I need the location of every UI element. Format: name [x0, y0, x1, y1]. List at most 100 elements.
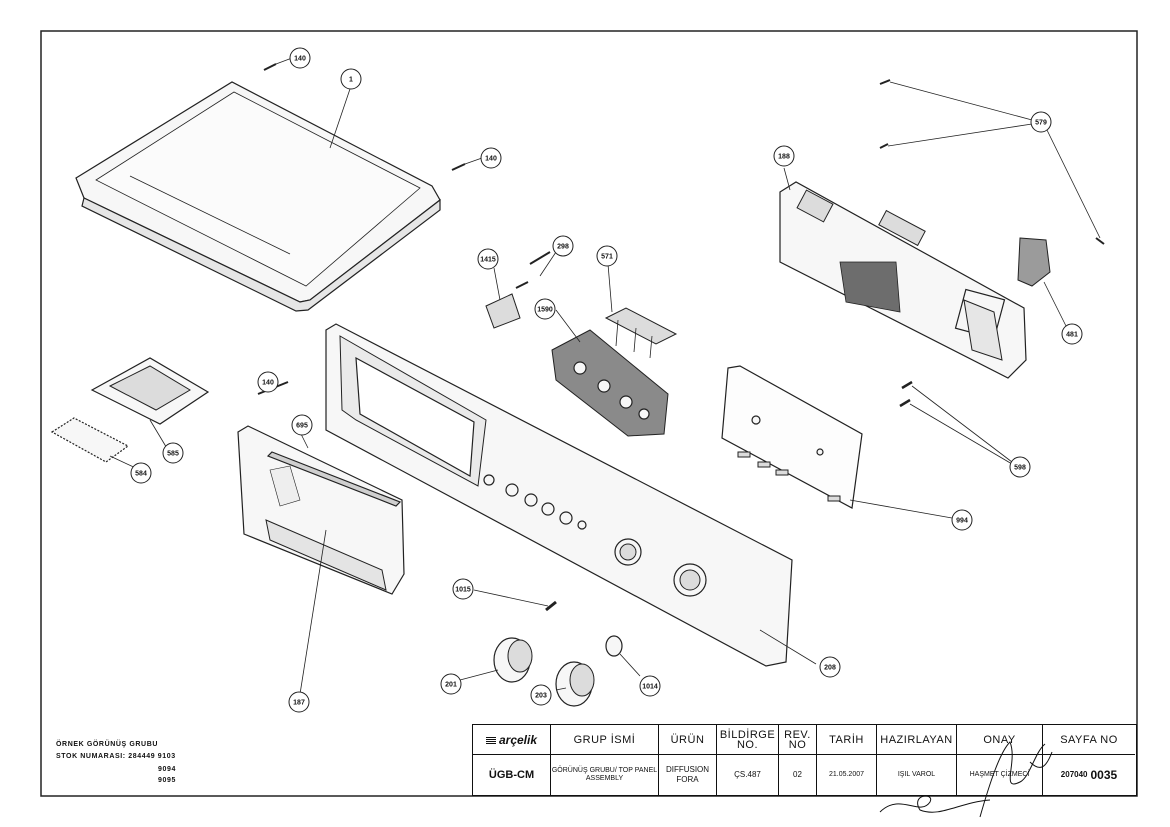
prepared-value: IŞIL VAROL	[877, 755, 957, 795]
callout-bubble: 188	[773, 145, 795, 167]
callout-circle	[452, 578, 474, 600]
callout-label: 140	[262, 380, 274, 387]
callout-circle	[639, 675, 661, 697]
callout-label: 1	[349, 77, 353, 84]
callout-bubble: 481	[1061, 323, 1083, 345]
callout-label: 585	[167, 451, 179, 458]
callout-bubble: 187	[288, 691, 310, 713]
brand-cell: arçelik	[473, 725, 551, 755]
header-product: ÜRÜN	[659, 725, 717, 755]
callout-bubble: 571	[596, 245, 618, 267]
callout-bubble: 140	[257, 371, 279, 393]
callout-label: 481	[1066, 332, 1078, 339]
brand-name: arçelik	[498, 732, 538, 747]
callout-label: 140	[485, 156, 497, 163]
callout-circle	[1061, 323, 1083, 345]
screw-part-579	[879, 79, 1105, 245]
bildirge-value: ÇS.487	[717, 755, 779, 795]
callout-label: 1015	[455, 587, 471, 594]
callout-circle	[480, 147, 502, 169]
header-prepared: HAZIRLAYAN	[877, 725, 957, 755]
callout-label: 298	[557, 244, 569, 251]
callout-label: 188	[778, 154, 790, 161]
cover-plate-part	[50, 417, 141, 471]
page-prefix: 207040	[1060, 770, 1088, 779]
callout-label: 203	[535, 693, 547, 700]
knob-part-203	[555, 661, 595, 707]
electronic-board-part	[779, 167, 1027, 379]
callout-bubble: 579	[1030, 111, 1052, 133]
callout-bubble: 1590	[534, 298, 556, 320]
callout-bubble: 201	[440, 673, 462, 695]
callout-circle	[1030, 111, 1052, 133]
callout-label: 1590	[537, 307, 553, 314]
product-value: DIFFUSION FORA	[659, 755, 717, 795]
callout-label: 571	[601, 254, 613, 261]
date-value: 21.05.2007	[817, 755, 877, 795]
callout-circle	[1009, 456, 1031, 478]
knob-part-1015	[473, 589, 557, 612]
screw-part-598	[899, 380, 1013, 465]
title-block: arçelik GRUP İSMİ ÜRÜN BİLDİRGE NO. REV.…	[472, 724, 1137, 796]
group-name-value: GÖRÜNÜŞ GRUBU/ TOP PANEL ASSEMBLY	[551, 755, 659, 795]
approved-value: HAŞMET ÇİZMECİ	[957, 755, 1043, 795]
callout-label: 201	[445, 682, 457, 689]
header-bildirge: BİLDİRGE NO.	[717, 725, 779, 755]
connector-part-481	[1017, 237, 1067, 327]
detergent-drawer-part	[237, 425, 405, 695]
header-page: SAYFA NO	[1043, 725, 1135, 755]
stock-number: STOK NUMARASI: 284449 9103	[56, 753, 176, 760]
detergent-lid-part	[90, 357, 210, 451]
callout-circle	[257, 371, 279, 393]
callout-bubble: 994	[951, 509, 973, 531]
callout-circle	[530, 684, 552, 706]
callout-label: 994	[956, 518, 968, 525]
callout-bubble: 208	[819, 656, 841, 678]
callout-label: 140	[294, 56, 306, 63]
callout-group: 140 1 140 579 188 1415 298 571 1590 481 140 585 584 6…	[130, 47, 1083, 713]
callout-bubble: 584	[130, 462, 152, 484]
callout-circle	[534, 298, 556, 320]
callout-bubble: 203	[530, 684, 552, 706]
callout-bubble: 695	[291, 414, 313, 436]
stock-info: ÖRNEK GÖRÜNÜŞ GRUBU STOK NUMARASI: 28444…	[56, 739, 176, 784]
callout-circle	[951, 509, 973, 531]
callout-circle	[477, 248, 499, 270]
screw-part	[263, 57, 483, 171]
callout-label: 598	[1014, 465, 1026, 472]
callout-circle	[340, 68, 362, 90]
stock-group-label: ÖRNEK GÖRÜNÜŞ GRUBU	[56, 739, 158, 748]
knob-part-201	[459, 637, 533, 683]
callout-circle	[162, 442, 184, 464]
callout-circle	[291, 414, 313, 436]
page-number: 0035	[1090, 768, 1118, 782]
control-panel-part	[325, 323, 817, 667]
callout-bubble: 585	[162, 442, 184, 464]
callout-circle	[130, 462, 152, 484]
callout-label: 208	[824, 665, 836, 672]
screw-part-298	[515, 251, 557, 289]
callout-bubble: 1	[340, 68, 362, 90]
arcelik-logo-icon	[485, 735, 496, 744]
callout-label: 1415	[480, 257, 496, 264]
callout-circle	[596, 245, 618, 267]
callout-bubble: 1015	[452, 578, 474, 600]
header-date: TARİH	[817, 725, 877, 755]
callout-label: 584	[135, 471, 147, 478]
callout-label: 579	[1035, 120, 1047, 127]
rev-value: 02	[779, 755, 817, 795]
callout-label: 1014	[642, 684, 658, 691]
top-lid-part	[75, 81, 441, 312]
stock-extra-1: 9094	[158, 766, 176, 773]
knob-part-1014	[605, 635, 641, 677]
callout-bubble: 1415	[477, 248, 499, 270]
header-rev: REV. NO	[779, 725, 817, 755]
callout-bubble: 298	[552, 235, 574, 257]
switch-part-1415	[485, 267, 521, 329]
callout-bubble: 140	[480, 147, 502, 169]
callout-label: 187	[293, 700, 305, 707]
drawing-frame	[40, 30, 1138, 797]
callout-circle	[773, 145, 795, 167]
light-guide-part-571	[604, 263, 678, 359]
